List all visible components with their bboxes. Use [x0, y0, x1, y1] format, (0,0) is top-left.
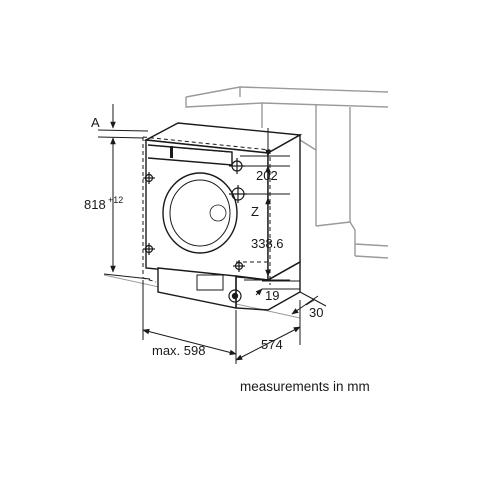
caption: measurements in mm	[240, 379, 370, 394]
label-574: 574	[261, 337, 283, 352]
label-height-tolerance: +12	[108, 195, 123, 205]
fixing-points	[143, 158, 247, 272]
dimension-lines	[97, 104, 327, 364]
label-202: 202	[256, 168, 278, 183]
label-width: max. 598	[152, 343, 205, 358]
label-a: A	[91, 115, 100, 130]
label-19: 19	[265, 288, 279, 303]
label-338-6: 338.6	[251, 236, 284, 251]
countertop-cabinet	[185, 86, 389, 259]
label-30: 30	[309, 305, 323, 320]
label-z: Z	[251, 204, 259, 219]
dimension-labels: A 818 +12 202 Z 338.6 19 30 max. 598 574…	[84, 115, 370, 394]
washing-machine	[143, 122, 303, 311]
label-height: 818	[84, 197, 106, 212]
